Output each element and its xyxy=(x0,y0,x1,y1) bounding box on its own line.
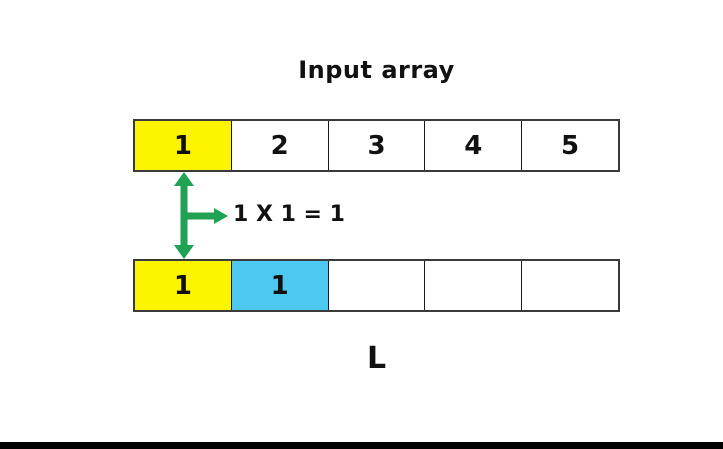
double-arrow-icon xyxy=(174,172,228,259)
multiplication-annotation: 1 X 1 = 1 xyxy=(233,202,345,227)
input-array-cell-1: 2 xyxy=(230,121,328,170)
bottom-black-bar xyxy=(0,442,723,449)
output-array-cell-3 xyxy=(424,261,522,310)
output-array-cell-1: 1 xyxy=(230,261,328,310)
output-array-cell-0: 1 xyxy=(135,261,231,310)
input-array-cell-4: 5 xyxy=(521,121,618,170)
output-array-cell-4 xyxy=(521,261,618,310)
input-array: 1 2 3 4 5 xyxy=(133,119,620,172)
input-array-cell-3: 4 xyxy=(424,121,522,170)
output-array: 1 1 xyxy=(133,259,620,312)
output-array-label: L xyxy=(366,341,387,376)
output-array-cell-2 xyxy=(327,261,425,310)
input-array-cell-2: 3 xyxy=(327,121,425,170)
diagram-title: Input array xyxy=(298,56,455,84)
input-array-cell-0: 1 xyxy=(135,121,231,170)
